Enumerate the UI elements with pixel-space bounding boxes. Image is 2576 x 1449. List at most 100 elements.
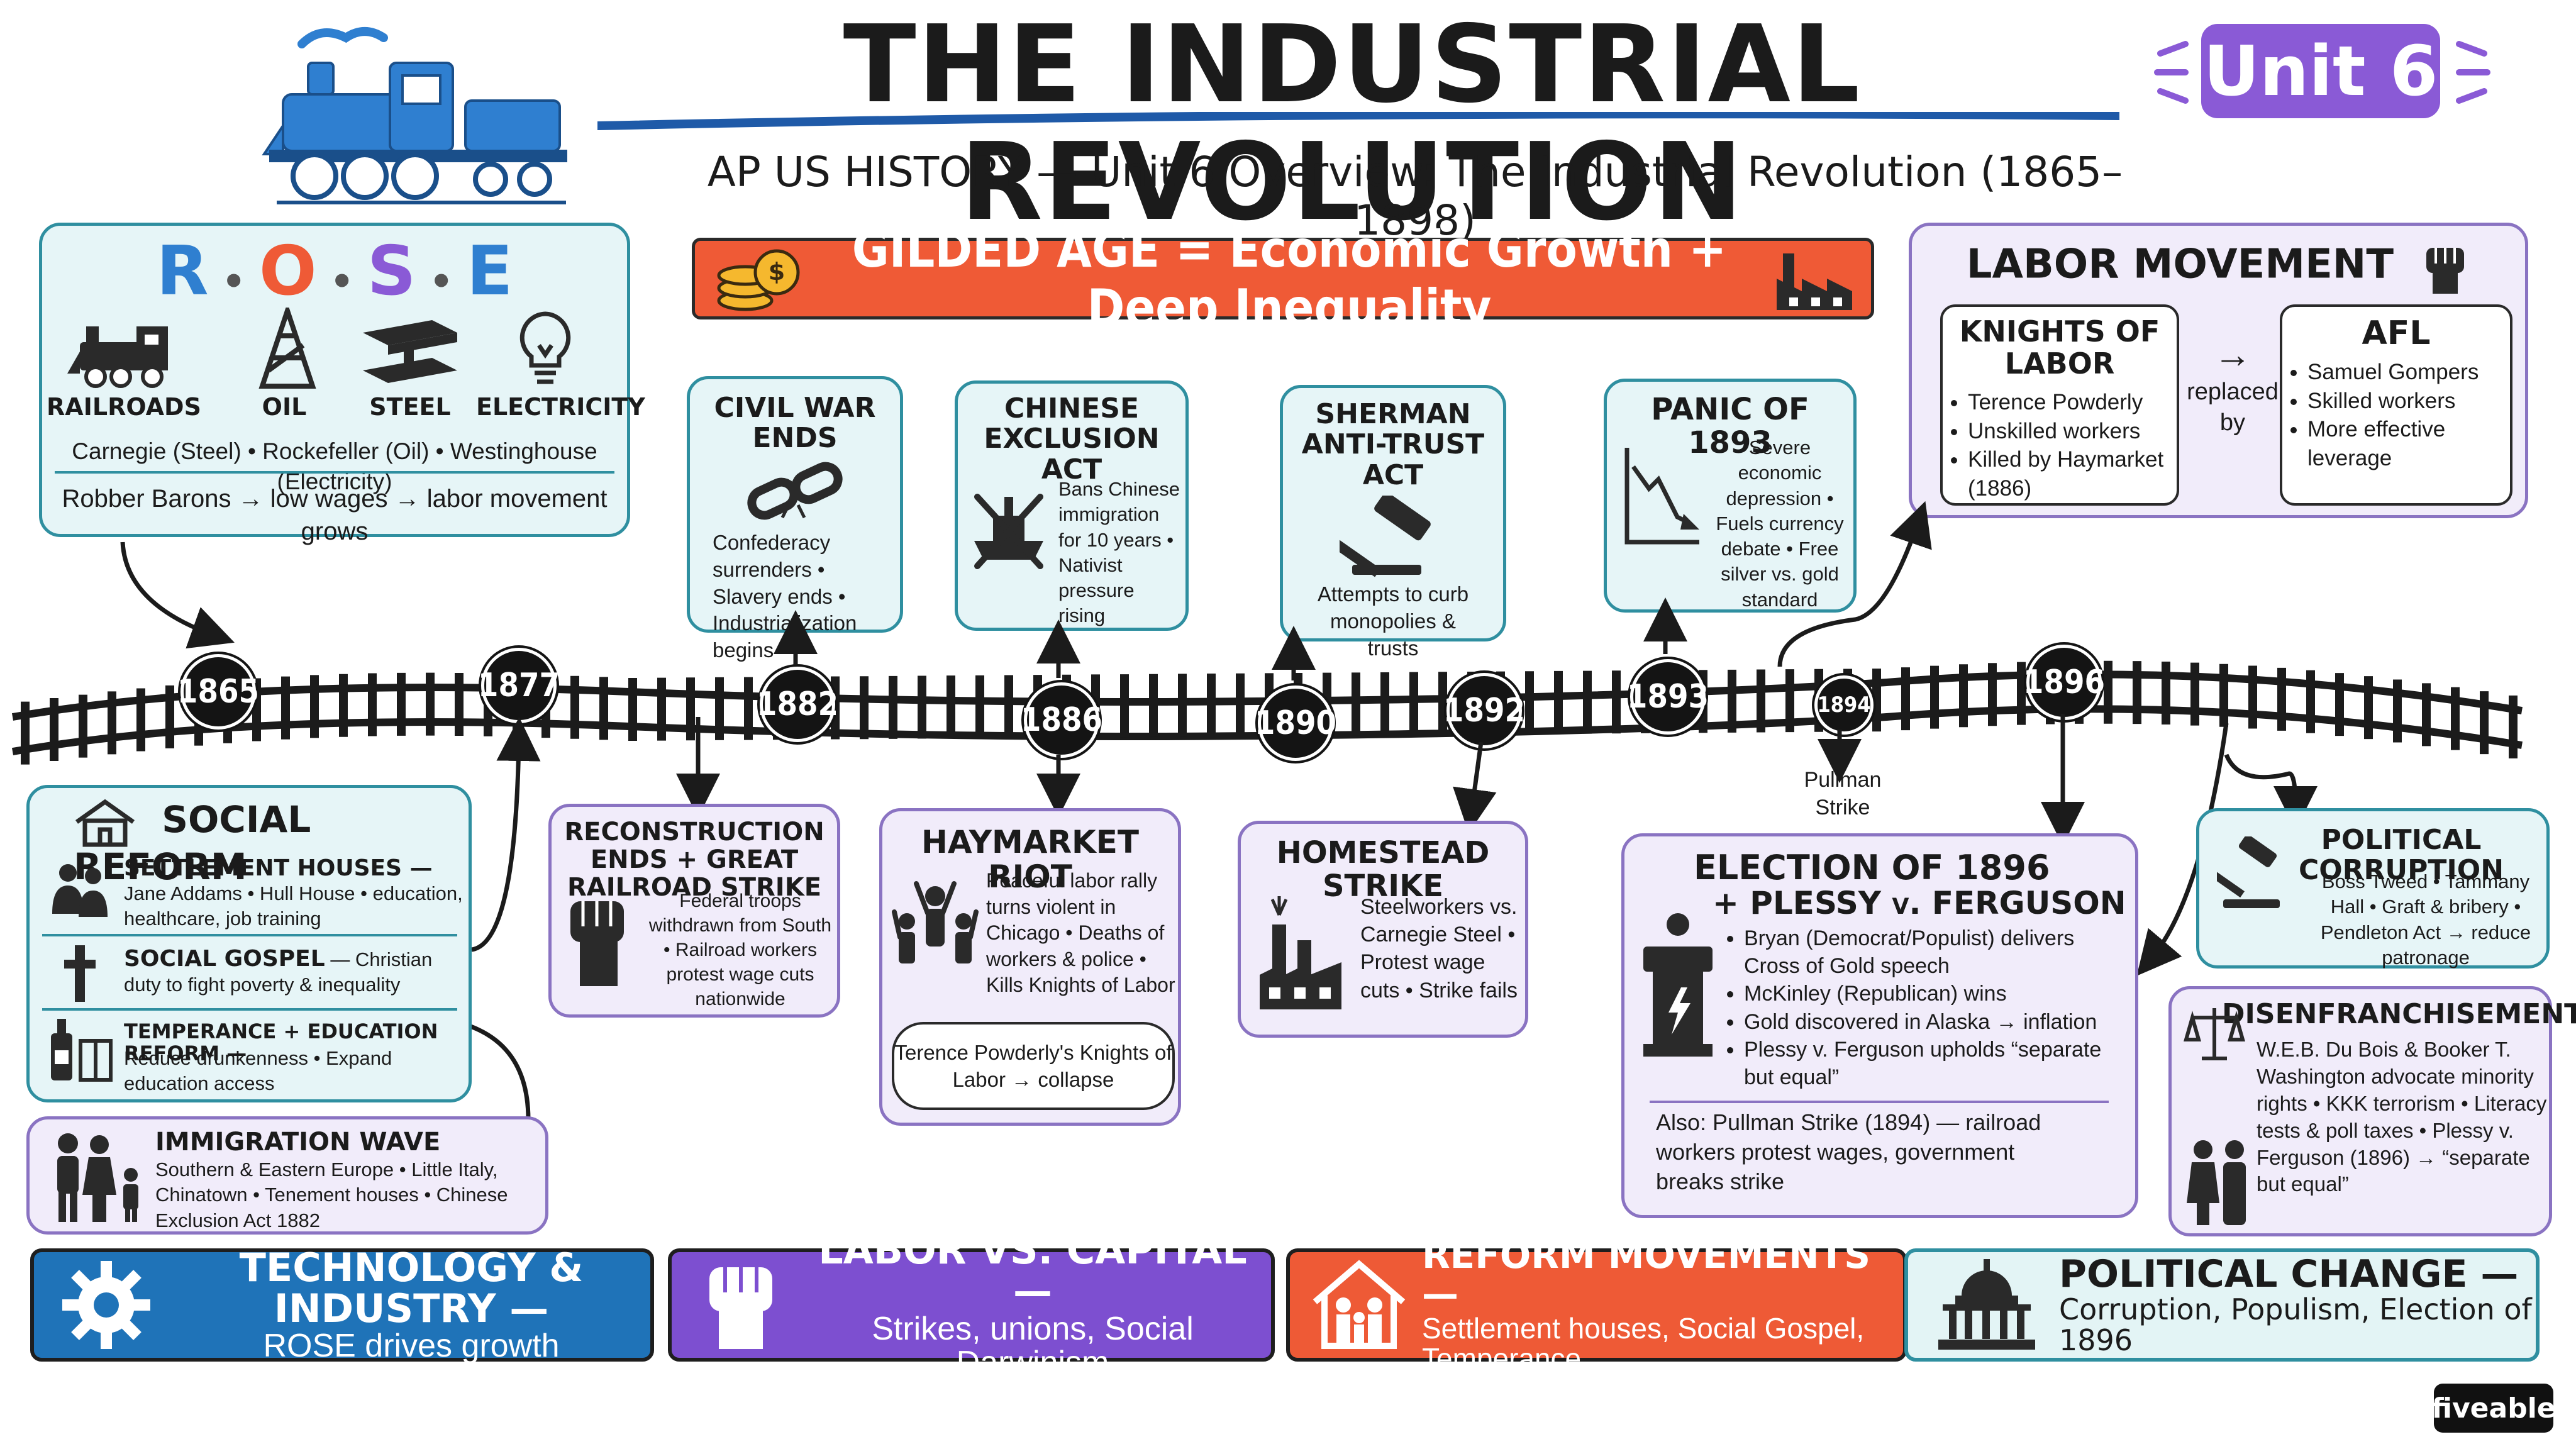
house-icon	[75, 799, 135, 847]
timeline-year-1886[interactable]: 1886	[1021, 682, 1102, 758]
election-also: Also: Pullman Strike (1894) — railroad w…	[1656, 1109, 2041, 1194]
train-icon	[258, 19, 572, 208]
knights-of-labor-box: KNIGHTS OF LABOR Terence Powderly Unskil…	[1940, 304, 2179, 506]
plessy-title: + PLESSY v. FERGUSON	[1713, 885, 2126, 922]
timeline-year-label: 1882	[756, 686, 839, 723]
panic-title: PANIC OF 1893	[1651, 392, 1809, 460]
civil-war-title: CIVIL WAR ENDS	[714, 392, 876, 455]
election-item: Gold discovered in Alaska → inflation	[1744, 1008, 2128, 1036]
bottle-book-icon	[51, 1019, 113, 1082]
social-gospel-text: SOCIAL GOSPEL — Christian duty to fight …	[124, 947, 464, 998]
banner-technology-title: TECHNOLOGY & INDUSTRY —	[239, 1244, 584, 1331]
timeline-year-1882[interactable]: 1882	[756, 667, 839, 742]
rose-item-oil: OIL	[262, 393, 307, 421]
haymarket-riot-card: HAYMARKET RIOT Peaceful labor rally turn…	[879, 808, 1181, 1126]
gilded-age-text: GILDED AGE = Economic Growth + Deep Ineq…	[852, 220, 1727, 337]
banner-political-title: POLITICAL CHANGE —	[2059, 1252, 2519, 1297]
corruption-title: POLITICAL CORRUPTION	[2298, 824, 2504, 887]
page-subtitle: AP US HISTORY — Unit 6 Overview: The Ind…	[707, 148, 2123, 245]
rose-item-railroads: RAILROADS	[47, 393, 201, 421]
protest-crowd-icon	[892, 881, 979, 963]
rose-item-electricity: ELECTRICITY	[476, 393, 645, 421]
banner-labor-sub: Strikes, unions, Social Darwinism	[872, 1310, 1194, 1382]
timeline-year-1892[interactable]: 1892	[1443, 673, 1525, 748]
falling-chart-icon	[1624, 448, 1699, 545]
reconstruction-title: RECONSTRUCTION ENDS + GREAT RAILROAD STR…	[564, 818, 824, 902]
title-underline	[593, 109, 2124, 131]
banner-political-sub: Corruption, Populism, Election of 1896	[2059, 1292, 2532, 1357]
raised-fist-icon	[709, 1267, 772, 1349]
factory-smoke-icon	[1260, 896, 1341, 1009]
lightbulb-icon	[519, 311, 571, 384]
oil-derrick-icon	[258, 308, 316, 389]
afl-item: Skilled workers	[2307, 387, 2510, 416]
reconstruction-ends-card: RECONSTRUCTION ENDS + GREAT RAILROAD STR…	[548, 804, 840, 1018]
chinese-exclusion-title: CHINESE EXCLUSION ACT	[984, 392, 1160, 486]
afl-title: AFL	[2362, 314, 2431, 352]
rose-letter-s: S	[367, 232, 416, 311]
immigration-wave-card: IMMIGRATION WAVE Southern & Eastern Euro…	[26, 1116, 548, 1235]
settlement-title: SETTLEMENT HOUSES —	[124, 855, 433, 881]
knights-item: Killed by Haymarket (1886)	[1968, 445, 2177, 502]
timeline-year-label: 1877	[477, 667, 560, 704]
civil-war-ends-card: CIVIL WAR ENDS Confederacy surrenders • …	[687, 376, 903, 662]
disenfranchisement-body: W.E.B. Du Bois & Booker T. Washington ad…	[2257, 1038, 2547, 1196]
election-title: ELECTION OF 1896	[1694, 848, 2050, 887]
timeline-year-1893[interactable]: 1893	[1627, 659, 1709, 735]
timeline-year-1896[interactable]: 1896	[2023, 645, 2105, 720]
rose-divider	[55, 471, 614, 474]
disenfranchisement-card: DISENFRANCHISEMENT W.E.B. Du Bois & Book…	[2168, 986, 2576, 1236]
podium-icon	[1643, 913, 1713, 1057]
afl-box: AFL Samuel Gompers Skilled workers More …	[2280, 304, 2512, 506]
family-icon	[2187, 1140, 2246, 1225]
timeline-year-1890[interactable]: 1890	[1254, 686, 1337, 761]
immigration-body: Southern & Eastern Europe • Little Italy…	[155, 1158, 508, 1231]
chinese-exclusion-card: CHINESE EXCLUSION ACT Bans Chinese immig…	[955, 380, 1189, 631]
corruption-body: Boss Tweed • Tammany Hall • Graft & brib…	[2320, 870, 2531, 969]
settlement-body: Jane Addams • Hull House • education, he…	[124, 882, 463, 930]
raised-fist-icon	[570, 901, 624, 986]
timeline-year-1865[interactable]: 1865	[177, 654, 260, 730]
chinese-exclusion-body: Bans Chinese immigration for 10 years • …	[1058, 478, 1180, 627]
haymarket-speech-bubble: Terence Powderly's Knights of Labor → co…	[892, 1022, 1175, 1110]
social-reform-title-text: SOCIAL REFORM	[74, 798, 311, 888]
sherman-antitrust-card: SHERMAN ANTI-TRUST ACT Attempts to curb …	[1280, 385, 1506, 660]
election-item: Plessy v. Ferguson upholds “separate but…	[1744, 1036, 2128, 1091]
steel-beam-icon	[363, 320, 457, 383]
broken-chain-icon	[747, 462, 843, 520]
page-title: THE INDUSTRIAL REVOLUTION	[843, 3, 1862, 245]
timeline-year-1894[interactable]: 1894	[1814, 675, 1874, 735]
afl-list: Samuel Gompers Skilled workers More effe…	[2282, 358, 2510, 472]
brand-logo: fiveable	[2431, 1384, 2556, 1433]
haymarket-title: HAYMARKET RIOT	[921, 824, 1139, 895]
svg-text:$: $	[769, 258, 785, 286]
afl-item: More effective leverage	[2307, 415, 2510, 472]
timeline-year-label: 1865	[177, 673, 260, 711]
banner-reform-sub: Settlement houses, Social Gospel, Temper…	[1422, 1311, 1865, 1375]
timeline-year-label: 1894	[1817, 692, 1871, 718]
pullman-strike-label: Pullman Strike	[1804, 768, 1882, 820]
locomotive-icon	[67, 326, 168, 388]
gospel-body: — Christian duty to fight poverty & ineq…	[124, 948, 433, 996]
rose-letter-r: R	[156, 232, 209, 311]
immigrant-family-icon	[57, 1133, 138, 1222]
rose-letter-e: E	[466, 232, 513, 311]
timeline-year-1877[interactable]: 1877	[477, 648, 560, 723]
labor-movement-title-text: LABOR MOVEMENT	[1966, 241, 2394, 288]
knights-item: Terence Powderly	[1968, 388, 2177, 417]
sherman-body: Attempts to curb monopolies & trusts	[1317, 582, 1469, 660]
banner-reform-title: REFORM MOVEMENTS —	[1422, 1233, 1870, 1315]
raised-fist-icon	[2426, 248, 2465, 294]
sherman-title: SHERMAN ANTI-TRUST ACT	[1301, 398, 1485, 491]
coins-icon: $	[717, 249, 800, 311]
house-family-icon	[1313, 1260, 1406, 1349]
rose-robber-barons: Robber Barons → low wages → labor moveme…	[62, 485, 608, 545]
capitol-icon	[1938, 1259, 2035, 1350]
social-reform-card: SOCIAL REFORM SETTLEMENT HOUSES — Jane A…	[26, 785, 472, 1102]
immigration-title: IMMIGRATION WAVE	[155, 1128, 441, 1157]
panic-body: Severe economic depression • Fuels curre…	[1716, 436, 1844, 611]
election-1896-card: ELECTION OF 1896 + PLESSY v. FERGUSON Br…	[1621, 833, 2138, 1218]
timeline-year-label: 1890	[1254, 704, 1337, 742]
civil-war-body: Confederacy surrenders • Slavery ends • …	[713, 530, 857, 662]
crossed-ship-icon	[974, 494, 1043, 569]
